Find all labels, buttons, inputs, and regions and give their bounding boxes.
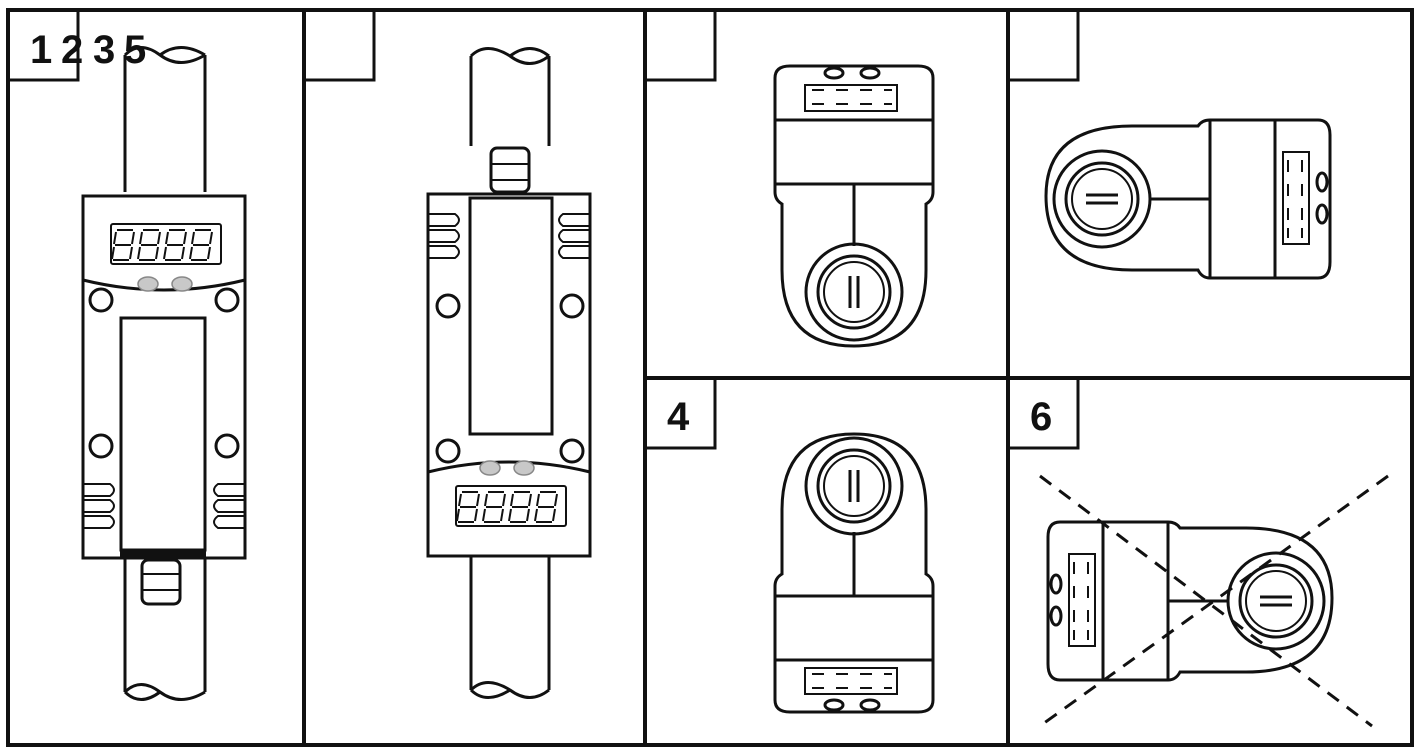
- panel-2-sensor-display-bottom: [426, 47, 592, 699]
- panel-3-sensor-top-view: [773, 64, 935, 348]
- panel-label-3: 3: [93, 28, 115, 72]
- led-indicator: [137, 276, 159, 292]
- panel-4-sensor-top-view-inverted: [773, 432, 935, 714]
- panel-1-sensor-display-top: [81, 46, 247, 701]
- led-indicator: [479, 460, 501, 476]
- led-indicator: [513, 460, 535, 476]
- panel-label-1: 1: [30, 28, 52, 72]
- panel-label-6: 6: [1030, 395, 1052, 439]
- panel-label-boxes: [8, 10, 1080, 450]
- led-indicator: [171, 276, 193, 292]
- panel-label-4: 4: [667, 395, 690, 439]
- prohibited-cross-line: [1039, 474, 1373, 728]
- panel-6-sensor-side-view-incorrect: [1039, 474, 1389, 728]
- panel-labels: 1 2 3 5 4 6: [30, 28, 1052, 439]
- panel-label-2: 2: [61, 28, 83, 72]
- panel-label-5: 5: [124, 28, 146, 72]
- panel-5-sensor-side-view: [1044, 118, 1332, 280]
